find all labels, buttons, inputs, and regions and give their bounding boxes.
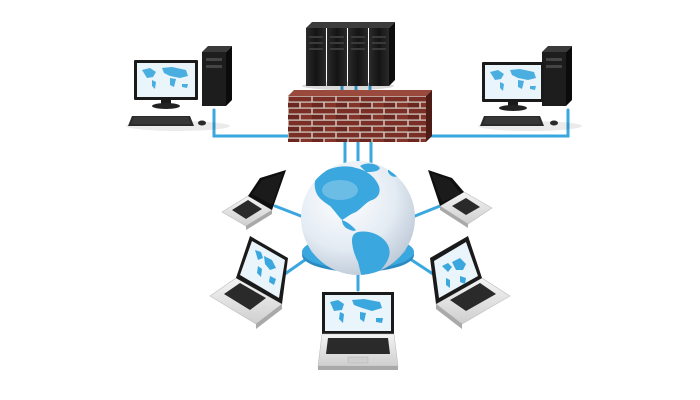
laptop-icon xyxy=(221,170,286,230)
laptop-upper-left xyxy=(221,170,286,230)
laptop-upper-right xyxy=(428,170,493,228)
laptop-lower-left xyxy=(209,236,288,329)
desktop-computer-icon xyxy=(126,46,232,131)
laptop-bottom xyxy=(317,292,399,370)
server-rack-icon xyxy=(302,22,395,90)
laptop-lower-right xyxy=(430,236,511,329)
laptop-icon xyxy=(209,236,288,329)
cable-right-desktop xyxy=(424,108,570,138)
globe-icon xyxy=(301,161,415,275)
cable-laptop-upper-right xyxy=(408,204,442,220)
desktop-computer-right xyxy=(478,46,582,131)
desktop-computer-left xyxy=(126,46,232,131)
laptop-icon xyxy=(317,292,399,370)
brick-firewall-icon xyxy=(288,90,432,142)
cable-laptop-upper-left xyxy=(273,204,308,220)
desktop-computer-icon xyxy=(478,46,582,131)
cable-left-desktop xyxy=(212,108,290,138)
laptop-icon xyxy=(428,170,493,228)
laptop-icon xyxy=(430,236,511,329)
